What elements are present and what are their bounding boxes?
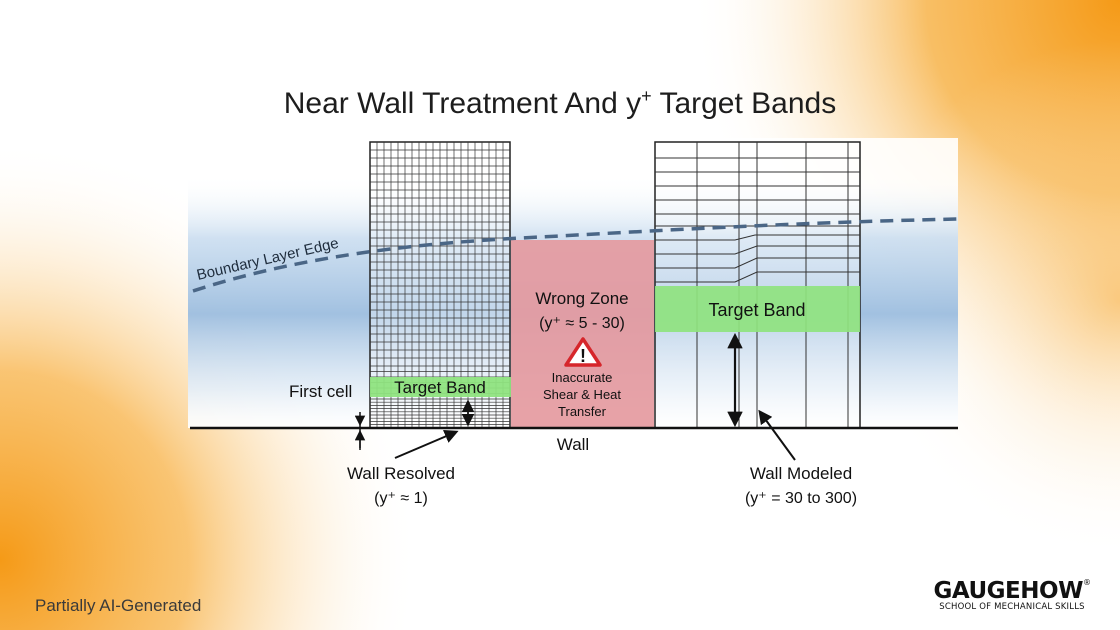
target-band-right-label: Target Band (708, 300, 805, 320)
wrong-zone-title: Wrong Zone (535, 289, 628, 308)
target-band-right (655, 286, 860, 332)
warning-triangle-icon: ! (564, 337, 602, 367)
wall-resolved-range: (y⁺ ≈ 1) (374, 490, 428, 507)
diagram-title: Near Wall Treatment And y+ Target Bands (0, 86, 1120, 121)
wall-label: Wall (557, 435, 589, 454)
wrong-zone-region (511, 240, 654, 428)
ai-generated-note: Partially AI-Generated (35, 596, 202, 615)
inaccurate-text-line1: Inaccurate (552, 370, 613, 385)
title-main: Near Wall Treatment And y (283, 87, 642, 120)
title-superscript: + (641, 86, 652, 106)
wall-modeled-mesh (654, 141, 861, 429)
boundary-layer-edge-line (192, 217, 959, 293)
inaccurate-text-line3: Transfer (558, 404, 607, 419)
brand-tagline: SCHOOL OF MECHANICAL SKILLS (939, 602, 1085, 612)
wall-resolved-label: Wall Resolved (347, 464, 455, 483)
registered-mark: ® (1082, 578, 1091, 587)
target-band-left-label: Target Band (394, 378, 486, 397)
wrong-zone-range: (y⁺ ≈ 5 - 30) (539, 315, 625, 332)
wall-resolved-pointer-arrow (394, 429, 459, 459)
brand-name: GAUGEHOW® (927, 578, 1097, 604)
wall-modeled-range: (y⁺ = 30 to 300) (745, 490, 857, 507)
inaccurate-text-line2: Shear & Heat (543, 387, 621, 402)
wall-modeled-label: Wall Modeled (750, 464, 852, 483)
brand-wordmark: GAUGEHOW (933, 578, 1084, 604)
warning-symbol: ! (580, 346, 586, 366)
brand-logo: GAUGEHOW® SCHOOL OF MECHANICAL SKILLS (927, 578, 1097, 612)
title-suffix: Target Bands (651, 87, 837, 120)
target-band-left (370, 377, 511, 397)
first-cell-label: First cell (289, 382, 352, 401)
wall-modeled-pointer-arrow (758, 409, 796, 461)
